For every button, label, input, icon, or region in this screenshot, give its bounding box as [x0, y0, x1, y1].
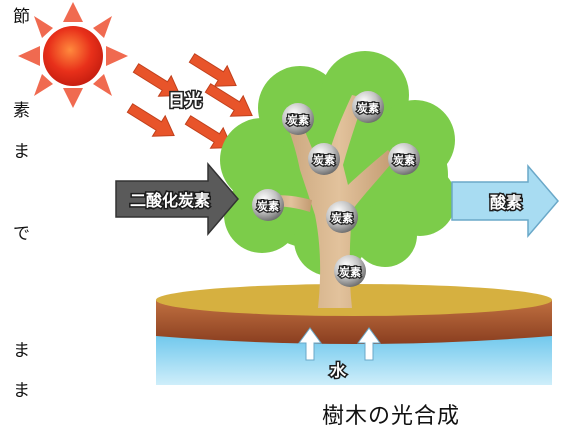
svg-text:炭素: 炭素: [393, 153, 415, 167]
svg-text:炭素: 炭素: [287, 113, 309, 127]
co2-label: 二酸化炭素: [130, 191, 210, 210]
water-label: 水: [330, 361, 347, 380]
sunlight-label: 日光: [168, 90, 202, 111]
margin-char-4: で: [13, 224, 30, 244]
water-arrow-2: [357, 327, 381, 361]
oxygen-arrow-icon: 酸素: [451, 163, 559, 239]
sun-rays: [18, 2, 128, 108]
oxygen-label: 酸素: [490, 193, 522, 212]
water-arrow-1: [298, 327, 322, 361]
light-arrow-1: [132, 63, 181, 97]
light-arrow-3: [204, 83, 253, 117]
light-arrow-4: [126, 103, 175, 137]
margin-char-6: ま: [13, 381, 30, 401]
carbon-ball: 炭素: [388, 143, 420, 175]
margin-char-1: 節: [13, 7, 30, 27]
svg-text:炭素: 炭素: [313, 153, 335, 167]
svg-text:炭素: 炭素: [357, 101, 379, 115]
carbon-ball: 炭素: [352, 91, 384, 123]
carbon-ball: 炭素: [334, 255, 366, 287]
ground: [156, 284, 552, 385]
carbon-ball: 炭素: [326, 201, 358, 233]
carbon-ball: 炭素: [282, 103, 314, 135]
carbon-ball: 炭素: [252, 189, 284, 221]
co2-arrow-icon: 二酸化炭素: [115, 161, 239, 237]
tree-icon: 炭素 炭素 炭素 炭素 炭素: [220, 51, 456, 308]
light-arrow-5: [184, 115, 233, 149]
water-arrow-icon: [298, 327, 381, 361]
figure-caption: 樹木の光合成: [322, 404, 461, 429]
margin-char-2: 素: [13, 101, 30, 121]
light-arrow-2: [188, 53, 237, 87]
margin-char-3: ま: [13, 142, 30, 162]
margin-char-5: ま: [13, 341, 30, 361]
svg-text:炭素: 炭素: [331, 211, 353, 225]
svg-text:炭素: 炭素: [339, 265, 361, 279]
sunlight-arrow-icon: [126, 53, 253, 149]
sun-icon: [18, 2, 128, 108]
svg-text:炭素: 炭素: [257, 199, 279, 213]
ground-top: [156, 284, 552, 316]
carbon-ball: 炭素: [308, 143, 340, 175]
carbon-balls: 炭素 炭素 炭素 炭素 炭素: [252, 91, 420, 287]
